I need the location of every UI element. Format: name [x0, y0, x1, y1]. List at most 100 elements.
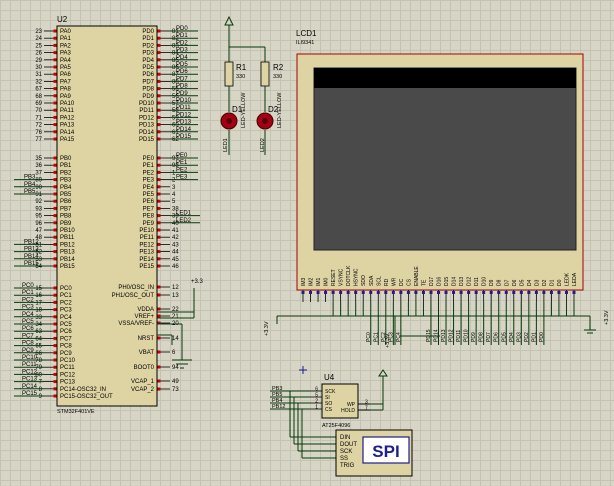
net-label: PD15 [176, 134, 192, 140]
r2-body[interactable] [260, 61, 270, 87]
lcd-ref: LCD1 [296, 29, 317, 38]
u2-pin-name: PD12 [139, 115, 155, 121]
net-label: PD2 [176, 40, 188, 46]
u2-pin-num: 47 [35, 228, 42, 234]
u2-pin-num: 95 [35, 214, 42, 220]
u2-pin-name: PA1 [60, 36, 72, 42]
lcd-pin-name: SDA [369, 275, 375, 286]
u2-pin-name: PB13 [60, 250, 75, 256]
lcd-part: ILI9341 [296, 40, 314, 46]
u2-pin-name: VCAP_1 [131, 379, 155, 385]
mcu-supply-label: +3.3 [191, 279, 204, 285]
u2-pin-num: 79 [35, 365, 42, 371]
lcd-pin-name: RESET [331, 269, 337, 286]
lcd-pin-name: D2 [542, 279, 548, 286]
net-label: PD13 [176, 120, 192, 126]
lcd-pin-name: CS [406, 278, 412, 286]
net-label: PD7 [486, 332, 492, 342]
u2-pin-num: 3 [172, 185, 176, 191]
u2-pin-num: 94 [172, 365, 179, 371]
u2-pin-name: PA12 [60, 115, 75, 121]
net-label: PD14 [176, 127, 192, 133]
lcd-pin-name: WR [391, 277, 397, 286]
u2-pin-name: PC1 [60, 293, 72, 299]
net-label: PB12 [24, 239, 39, 245]
led-circuit[interactable]: R1 330 R2 330 D1 D2 LED-YELLOW LED-YELLO… [220, 15, 284, 155]
u2-pin-name: PD6 [142, 72, 154, 78]
u2-pin-num: 53 [35, 257, 42, 263]
u2-pin-num: 23 [35, 29, 42, 35]
r1-ref: R1 [236, 63, 247, 72]
u2-right-pins: 81PD082PD183PD284PD385PD486PD587PD688PD7… [112, 29, 180, 393]
u4-pin-num: 1 [315, 405, 318, 411]
u2-pin-name: PB14 [60, 257, 75, 263]
u2-pin-num: 77 [35, 137, 42, 143]
net-label: PC5 [22, 319, 34, 325]
net-label: PC6 [22, 326, 34, 332]
lcd-pin-name: IM3 [301, 277, 307, 286]
mcu-net-labels: PD0PD1PD2PD3PD4PD5PD6PD7PD8PD9PD10PD11PD… [14, 26, 200, 397]
u2-pin-num: 8 [39, 387, 43, 393]
u2-pin-num: 57 [172, 101, 179, 107]
u2-pin-num: 83 [172, 43, 179, 49]
u2-pin-name: PA5 [60, 65, 72, 71]
u2-pin-num: 52 [35, 250, 42, 256]
u2-pin-num: 51 [35, 242, 42, 248]
lcd-pin-name: D6 [512, 279, 518, 286]
u2-pin-num: 63 [35, 329, 42, 335]
u2-pin-num: 92 [35, 199, 42, 205]
net-label: PC11 [22, 362, 37, 368]
u4-pin-name: WP [347, 402, 356, 408]
net-label: PD9 [471, 332, 477, 342]
u2-pin-num: 88 [172, 79, 179, 85]
u2-pin-name: PA10 [60, 101, 75, 107]
u2-pin-num: 2 [172, 178, 176, 184]
u2-ref: U2 [57, 15, 68, 24]
u2-pin-name: PC15-OSC32_OUT [60, 394, 113, 400]
u2-pin-num: 78 [35, 358, 42, 364]
lcd-screen [313, 67, 577, 251]
u2-pin-name: PE0 [143, 156, 155, 162]
net-label: PD1 [176, 33, 188, 39]
u2-body[interactable] [56, 25, 158, 407]
u2-pin-name: PC10 [60, 358, 76, 364]
net-label: PD3 [516, 332, 522, 342]
u2-pin-num: 76 [35, 130, 42, 136]
u2-pin-name: PB9 [60, 221, 72, 227]
u2-pin-name: VBAT [139, 350, 155, 356]
u2-pin-num: 30 [35, 65, 42, 71]
u2-pin-num: 34 [35, 322, 42, 328]
r1-body[interactable] [224, 61, 234, 87]
u2-pin-name: PC4 [60, 315, 72, 321]
u2-pin-name: PC0 [60, 286, 72, 292]
u2-pin-num: 21 [172, 314, 179, 320]
net-label: PD0 [539, 332, 545, 342]
u2-pin-num: 43 [172, 242, 179, 248]
spi-pin-name: SS [340, 456, 348, 462]
lcd-left-supply: +3.3V [264, 321, 270, 336]
u2-pin-name: PB2 [60, 170, 72, 176]
u2-pin-num: 46 [172, 264, 179, 270]
net-label: PC3 [388, 332, 394, 342]
u2-pin-name: PC12 [60, 372, 76, 378]
u2-pin-num: 81 [172, 29, 179, 35]
u4-pin-name: SO [325, 401, 332, 407]
u2-pin-name: PE5 [143, 192, 155, 198]
u2-pin-num: 31 [35, 72, 42, 78]
u2-pin-num: 84 [172, 51, 179, 57]
u2-pin-num: 36 [35, 163, 42, 169]
lcd-pin-name: LEDA [572, 272, 578, 286]
u4-part: AT25F4096 [322, 423, 350, 429]
net-label: PB13 [24, 247, 39, 253]
net-label: PD6 [494, 332, 500, 342]
u2-pin-num: 29 [35, 58, 42, 64]
u2-pin-num: 69 [35, 101, 42, 107]
net-label: PD5 [176, 62, 188, 68]
u2-pin-num: 9 [39, 394, 43, 400]
u2-pin-num: 45 [172, 257, 179, 263]
